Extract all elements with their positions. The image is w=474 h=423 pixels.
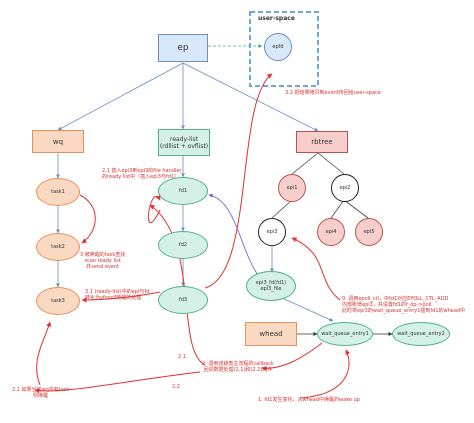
epi3-label: epi3 [266, 229, 278, 235]
epi3-file-label: epi3_file [260, 286, 282, 292]
note-3: 3 被唤醒的task查找 scan ready list 并send event [80, 252, 125, 270]
epfd-node: epfd [264, 33, 292, 61]
wait-queue-entry2-node: wait_queue_entry2 [392, 322, 450, 346]
ready-list-node: ready-list (rdllist + ovflist) [158, 129, 210, 156]
task2-label: task2 [51, 244, 65, 250]
wait-queue-entry1-node: wait_queue_entry1 [317, 322, 373, 346]
fd2-label: fd2 [178, 242, 188, 248]
note-0: 0. 调用epoll_ctl，中fd1对应EPOLL_CTL_ADD 内部新增e… [342, 296, 465, 314]
note-3-2: 3.2 把结果拷贝到event传回给user-space [285, 90, 381, 96]
epi4-label: epi4 [325, 229, 337, 235]
ep-label: ep [177, 43, 189, 53]
ep-node: ep [158, 34, 208, 62]
note-2-2-marker: 2.2 [172, 384, 180, 390]
wait-queue-entry1-label: wait_queue_entry1 [321, 331, 369, 337]
epi2-node: epi2 [331, 174, 359, 202]
ready-list-sublabel: (rdllist + ovflist) [159, 142, 209, 150]
task2-node: task2 [36, 233, 80, 261]
arrow-2-1-insert [147, 194, 161, 223]
note-3-line3: 并send event [86, 264, 120, 270]
note-0-line2: 内部新增epi3，并设置fd1的f_op->poll [342, 302, 432, 308]
epi2-label: epi2 [339, 185, 351, 191]
note-2-2-line1: 2.2 如果当前wq中有task [12, 387, 70, 393]
note-3-line1: 3 被唤醒的task查找 [80, 252, 126, 258]
user-space-title: user-space [258, 15, 295, 22]
note-2: 2. 调用该链表主流程的callback 回调数据处理(2.1)和(2.2)两件 [202, 361, 274, 373]
wq-node: wq [32, 130, 84, 153]
rbtree-lines [271, 152, 369, 219]
arrow-3-1 [81, 291, 161, 303]
note-3-1-line2: 转化为vfspoll唤醒的处理 [85, 295, 142, 301]
epi1-node: epi1 [278, 174, 306, 202]
arrow-2-2 [34, 371, 201, 394]
arrow-2-1 [149, 204, 206, 366]
note-0-line3: 此时将epi3的wait_queue_entry1插到fd1的whead中 [342, 308, 466, 314]
epi3-node: epi3 [258, 218, 286, 246]
note-2-1: 2.1 插入epi3到epi3的file handler 的ready list… [102, 168, 181, 180]
arrow-2 [261, 342, 323, 371]
note-3-1: 3.1 (ready-list)中的epi与fd 转化为vfspoll唤醒的处理 [85, 289, 149, 301]
arrow-0 [291, 237, 341, 301]
wq-label: wq [52, 137, 64, 146]
note-0-line1: 0. 调用epoll_ctl，中fd1对应EPOLL_CTL_ADD [342, 296, 449, 302]
task1-node: task1 [36, 178, 80, 206]
epi1-label: epi1 [286, 185, 298, 191]
rbtree-node: rbtree [296, 131, 348, 153]
fd1-label: fd1 [178, 188, 188, 194]
note-2-1-line2: 的ready list中（插入epi3与fd1） [102, 174, 180, 180]
note-2-line1: 2. 调用该链表主流程的callback [202, 361, 274, 367]
arrow-1 [299, 349, 351, 399]
whead-label: whead [259, 330, 283, 338]
arrow-2-2-wq [36, 321, 52, 386]
fd3-label: fd3 [178, 297, 188, 303]
epi4-node: epi4 [317, 218, 345, 246]
epi3-fd-label: epi3_fd(fd1) [255, 280, 287, 286]
arrow-3-2 [204, 73, 273, 289]
ready-list-label: ready-list [170, 135, 198, 143]
epi5-label: epi5 [363, 229, 375, 235]
note-2-2-line2: 则唤醒 [33, 393, 49, 399]
note-2-2: 2.2 如果当前wq中有task 则唤醒 [12, 387, 69, 399]
note-3-1-line1: 3.1 (ready-list)中的epi与fd [85, 289, 150, 295]
note-2-1-marker: 2.1 [178, 354, 186, 360]
whead-node: whead [245, 322, 297, 346]
note-1: 1. fd1发生变化，从whead中唤醒的wake up [258, 397, 360, 403]
arrow-3-task [79, 194, 96, 244]
task3-label: task3 [51, 298, 65, 304]
note-2-1-line1: 2.1 插入epi3到epi3的file handler [102, 168, 182, 174]
note-3-line2: scan ready list [84, 258, 121, 264]
epfd-label: epfd [272, 44, 284, 50]
fd2-node: fd2 [158, 231, 208, 259]
wait-queue-entry2-label: wait_queue_entry2 [397, 331, 445, 337]
ep-tree-lines [57, 62, 319, 132]
fd1-node: fd1 [158, 177, 208, 205]
fd3-node: fd3 [158, 286, 208, 314]
epi3fd-to-fd1-link [208, 193, 259, 276]
epi3fd-to-wqe1 [281, 297, 334, 322]
task3-node: task3 [36, 287, 80, 315]
note-2-line2: 回调数据处理(2.1)和(2.2)两件 [203, 367, 273, 373]
user-space-frame [249, 11, 319, 87]
rbtree-label: rbtree [311, 138, 333, 146]
task1-label: task1 [51, 189, 65, 195]
epi3-fd-node: epi3_fd(fd1) epi3_file [246, 271, 296, 301]
epi5-node: epi5 [355, 218, 383, 246]
